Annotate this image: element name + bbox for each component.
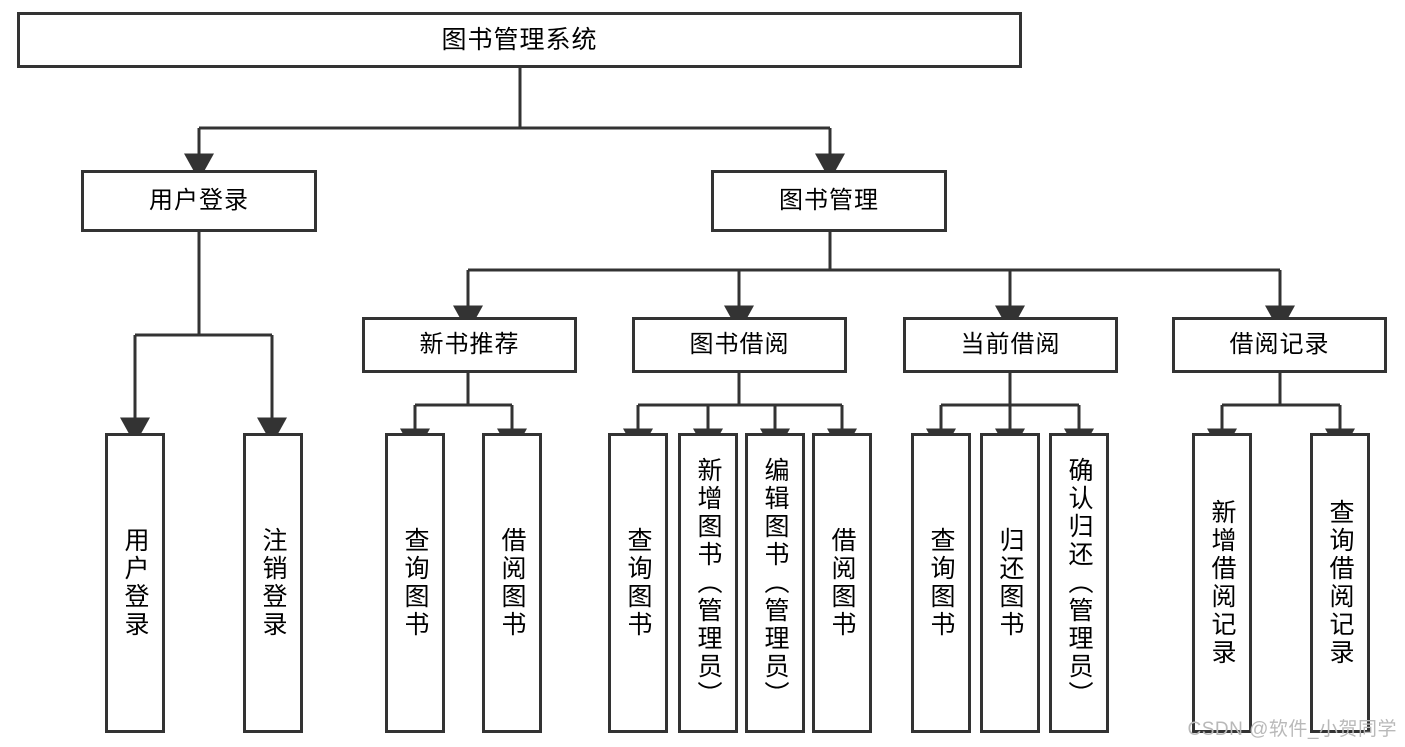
leaf-user-login-logout[interactable]: 注销登录 [243,433,303,733]
node-book-management[interactable]: 图书管理 [711,170,947,232]
leaf-user-login-login[interactable]: 用户登录 [105,433,165,733]
node-label: 用户登录 [149,187,249,215]
node-new-book-recommendation[interactable]: 新书推荐 [362,317,577,373]
node-label: 查询图书 [927,527,955,639]
node-label: 借阅图书 [828,527,856,639]
leaf-new-book-borrow[interactable]: 借阅图书 [482,433,542,733]
node-label: 注销登录 [259,527,287,639]
leaf-current-borrow-confirm-return-admin[interactable]: 确认归还（管理员） [1049,433,1109,733]
node-label: 用户登录 [121,527,149,639]
leaf-new-book-query[interactable]: 查询图书 [385,433,445,733]
node-label: 归还图书 [996,527,1024,639]
node-label: 确认归还（管理员） [1065,457,1093,709]
leaf-borrow-record-add[interactable]: 新增借阅记录 [1192,433,1252,733]
leaf-book-borrow-borrow[interactable]: 借阅图书 [812,433,872,733]
node-label: 新书推荐 [419,331,520,359]
node-label: 图书管理 [779,187,879,215]
node-user-login[interactable]: 用户登录 [81,170,317,232]
leaf-borrow-record-query[interactable]: 查询借阅记录 [1310,433,1370,733]
leaf-book-borrow-query[interactable]: 查询图书 [608,433,668,733]
leaf-current-borrow-return[interactable]: 归还图书 [980,433,1040,733]
node-label: 查询图书 [624,527,652,639]
node-current-borrowing[interactable]: 当前借阅 [903,317,1118,373]
node-label: 图书借阅 [689,331,790,359]
leaf-book-borrow-add-admin[interactable]: 新增图书（管理员） [678,433,738,733]
node-root-book-management-system[interactable]: 图书管理系统 [17,12,1022,68]
node-label: 借阅图书 [498,527,526,639]
csdn-watermark: CSDN @软件_小贺同学 [1187,719,1397,740]
node-label: 图书管理系统 [441,25,598,54]
leaf-current-borrow-query[interactable]: 查询图书 [911,433,971,733]
node-label: 当前借阅 [960,331,1061,359]
leaf-book-borrow-edit-admin[interactable]: 编辑图书（管理员） [745,433,805,733]
node-label: 新增借阅记录 [1208,499,1236,667]
node-borrowing-record[interactable]: 借阅记录 [1172,317,1387,373]
node-label: 新增图书（管理员） [694,457,722,709]
node-label: 查询借阅记录 [1326,499,1354,667]
node-book-borrowing[interactable]: 图书借阅 [632,317,847,373]
node-label: 查询图书 [401,527,429,639]
node-label: 借阅记录 [1229,331,1330,359]
node-label: 编辑图书（管理员） [761,457,789,709]
